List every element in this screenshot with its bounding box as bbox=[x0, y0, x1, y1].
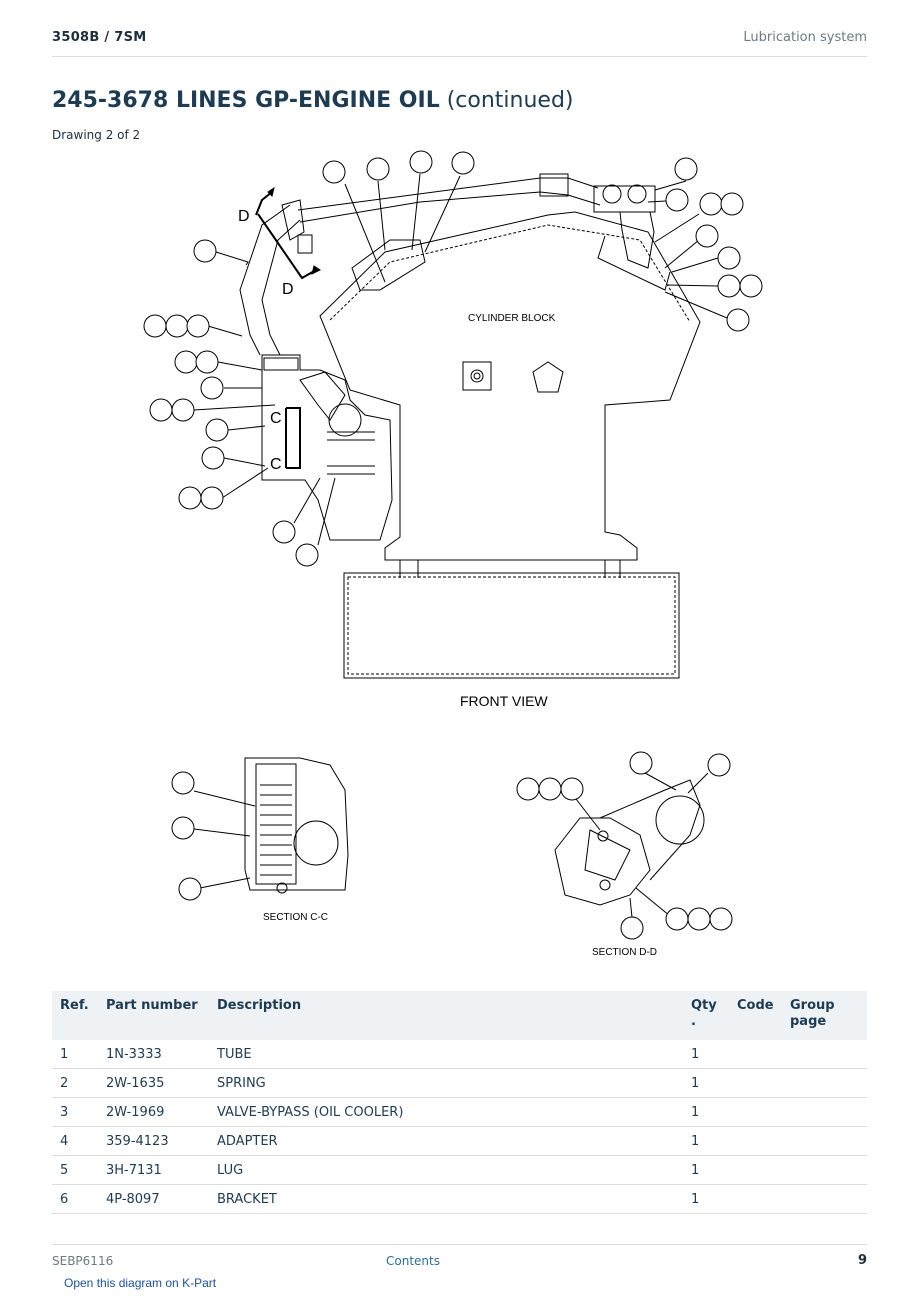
drawing-number: Drawing 2 of 2 bbox=[52, 128, 141, 142]
table-row: 2 2W-1635 SPRING 1 bbox=[52, 1068, 867, 1098]
section-c-balloons bbox=[171, 771, 202, 901]
cell-qty: 1 bbox=[683, 1155, 729, 1185]
cell-ref: 2 bbox=[52, 1068, 98, 1098]
cell-qty: 1 bbox=[683, 1040, 729, 1069]
cell-group-page bbox=[782, 1068, 867, 1098]
cell-qty: 1 bbox=[683, 1126, 729, 1156]
cell-ref: 5 bbox=[52, 1155, 98, 1185]
cell-group-page bbox=[782, 1040, 867, 1069]
cell-description: SPRING bbox=[209, 1068, 683, 1098]
cell-description: LUG bbox=[209, 1155, 683, 1185]
section-c-label: SECTION C-C bbox=[263, 912, 328, 923]
section-d-label: SECTION D-D bbox=[592, 947, 657, 958]
cell-code bbox=[729, 1155, 782, 1185]
cell-part-number: 4P-8097 bbox=[98, 1184, 209, 1214]
cell-qty: 1 bbox=[683, 1068, 729, 1098]
marker-c-top: C bbox=[270, 410, 282, 427]
col-code: Code bbox=[729, 991, 782, 1040]
col-group-page: Group page bbox=[782, 991, 867, 1040]
cell-part-number: 2W-1635 bbox=[98, 1068, 209, 1098]
cell-code bbox=[729, 1068, 782, 1098]
table-row: 5 3H-7131 LUG 1 bbox=[52, 1155, 867, 1185]
cell-description: VALVE-BYPASS (OIL COOLER) bbox=[209, 1097, 683, 1127]
contents-link[interactable]: Contents bbox=[386, 1254, 440, 1268]
section-d-balloons bbox=[516, 751, 733, 940]
parts-table: Ref. Part number Description Qty . Code … bbox=[52, 991, 867, 1214]
table-row: 4 359-4123 ADAPTER 1 bbox=[52, 1126, 867, 1156]
col-ref: Ref. bbox=[52, 991, 98, 1040]
cell-code bbox=[729, 1126, 782, 1156]
marker-d-bottom: D bbox=[282, 281, 294, 298]
cell-qty: 1 bbox=[683, 1184, 729, 1214]
model-label: 3508B / 7SM bbox=[52, 30, 147, 45]
cell-ref: 6 bbox=[52, 1184, 98, 1214]
parts-diagram: D D C C CYLINDER BLOCK FRONT VIEW bbox=[143, 150, 763, 958]
cylinder-block-outline bbox=[319, 211, 701, 561]
page-header: 3508B / 7SM Lubrication system bbox=[52, 28, 867, 57]
callout-leaders bbox=[193, 173, 728, 928]
title-suffix: (continued) bbox=[446, 88, 574, 113]
cell-qty: 1 bbox=[683, 1097, 729, 1127]
cell-description: ADAPTER bbox=[209, 1126, 683, 1156]
cell-part-number: 3H-7131 bbox=[98, 1155, 209, 1185]
cell-group-page bbox=[782, 1155, 867, 1185]
cell-code bbox=[729, 1040, 782, 1069]
table-header-row: Ref. Part number Description Qty . Code … bbox=[52, 991, 867, 1040]
cylinder-block-label: CYLINDER BLOCK bbox=[468, 313, 556, 324]
front-view-label: FRONT VIEW bbox=[460, 693, 548, 709]
table-row: 1 1N-3333 TUBE 1 bbox=[52, 1040, 867, 1069]
section-d-drawing bbox=[554, 779, 705, 906]
callout-balloons bbox=[143, 150, 763, 567]
oil-pan bbox=[343, 572, 680, 679]
cell-description: TUBE bbox=[209, 1040, 683, 1069]
cell-group-page bbox=[782, 1184, 867, 1214]
cell-ref: 4 bbox=[52, 1126, 98, 1156]
col-qty: Qty . bbox=[683, 991, 729, 1040]
col-description: Description bbox=[209, 991, 683, 1040]
col-part-number: Part number bbox=[98, 991, 209, 1040]
cell-part-number: 359-4123 bbox=[98, 1126, 209, 1156]
table-row: 3 2W-1969 VALVE-BYPASS (OIL COOLER) 1 bbox=[52, 1097, 867, 1127]
marker-d-top: D bbox=[238, 208, 250, 225]
table-row: 6 4P-8097 BRACKET 1 bbox=[52, 1184, 867, 1214]
section-label: Lubrication system bbox=[743, 30, 867, 45]
page-footer: SEBP6116 Contents 9 bbox=[52, 1244, 867, 1275]
cell-ref: 1 bbox=[52, 1040, 98, 1069]
title-main: 245-3678 LINES GP-ENGINE OIL bbox=[52, 88, 440, 113]
section-c-drawing bbox=[244, 757, 349, 894]
oil-cooler-block bbox=[261, 354, 393, 541]
document-id: SEBP6116 bbox=[52, 1254, 114, 1268]
cell-group-page bbox=[782, 1097, 867, 1127]
cell-part-number: 1N-3333 bbox=[98, 1040, 209, 1069]
cell-ref: 3 bbox=[52, 1097, 98, 1127]
cell-code bbox=[729, 1184, 782, 1214]
marker-c-bottom: C bbox=[270, 456, 282, 473]
cell-code bbox=[729, 1097, 782, 1127]
page-number: 9 bbox=[857, 1253, 867, 1268]
cell-group-page bbox=[782, 1126, 867, 1156]
cell-part-number: 2W-1969 bbox=[98, 1097, 209, 1127]
kpart-link[interactable]: Open this diagram on K-Part bbox=[64, 1276, 217, 1290]
cell-description: BRACKET bbox=[209, 1184, 683, 1214]
page-title: 245-3678 LINES GP-ENGINE OIL (continued) bbox=[52, 88, 574, 113]
